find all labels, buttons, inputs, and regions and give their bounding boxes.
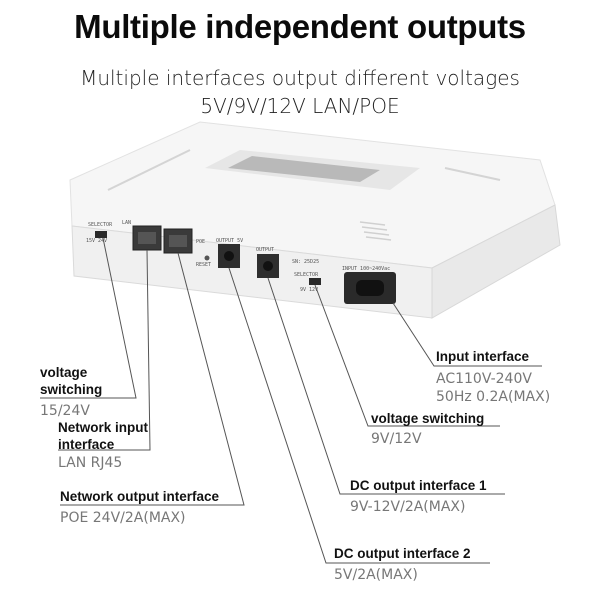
top-vent-grille	[359, 221, 392, 241]
label-lan: LAN	[122, 220, 131, 226]
label-sn: SN: 25D25	[292, 259, 319, 265]
top-edge-line	[107, 149, 191, 191]
callout-input-interface-value: AC110V-240V 50Hz 0.2A(MAX)	[436, 371, 551, 405]
callout-network-output-title: Network output interface	[60, 489, 220, 504]
leader-input-interface	[392, 302, 542, 367]
reset-hole	[204, 255, 210, 261]
selector-switch-left	[95, 231, 107, 238]
label-output-5v: OUTPUT 5V	[216, 238, 243, 244]
label-selector-left-values: 15V 24V	[86, 238, 107, 244]
callout-network-input-title: Network input interface	[58, 420, 148, 452]
top-dark-stripe	[228, 156, 380, 182]
label-selector-left: SELECTOR	[88, 222, 113, 228]
leader-dc-output-1	[267, 277, 505, 495]
leader-network-input	[58, 249, 151, 451]
callout-dc-output-1-value: 9V-12V/2A(MAX)	[350, 499, 466, 515]
subtitle-line-2: 5V/9V/12V LAN/POE	[200, 94, 400, 118]
callout-voltage-switching-right-value: 9V/12V	[371, 431, 422, 447]
callout-dc-output-1-title: DC output interface 1	[350, 478, 487, 493]
label-output: OUTPUT	[256, 247, 274, 253]
callout-voltage-switching-right-title: voltage switching	[371, 411, 485, 426]
page-title: Multiple independent outputs	[74, 8, 526, 45]
leader-voltage-switching-right	[314, 284, 500, 427]
leader-lines	[40, 237, 542, 564]
callout-dc-output-2-value: 5V/2A(MAX)	[334, 567, 418, 583]
callout-voltage-switching-left-title: voltage switching	[40, 365, 103, 397]
callout-input-interface-title: Input interface	[436, 349, 530, 364]
label-reset: RESET	[196, 262, 211, 268]
leader-dc-output-2	[228, 267, 490, 564]
callout-network-output-value: POE 24V/2A(MAX)	[60, 510, 186, 526]
device-right-side	[431, 204, 561, 319]
top-edge-line-right	[444, 167, 501, 181]
leader-voltage-switching-left	[40, 237, 137, 399]
callout-dc-output-2-title: DC output interface 2	[334, 546, 471, 561]
subtitle-line-1: Multiple interfaces output different vol…	[80, 66, 520, 90]
selector-switch-right	[309, 278, 321, 285]
label-selector-right-values: 9V 12V	[300, 287, 318, 293]
leader-network-output	[60, 252, 245, 506]
label-input: INPUT 100~240Vac	[342, 266, 390, 272]
label-selector-right: SELECTOR	[294, 272, 319, 278]
label-poe: POE	[196, 239, 205, 245]
callout-network-input-value: LAN RJ45	[58, 455, 123, 471]
callout-voltage-switching-left-value: 15/24V	[40, 403, 90, 419]
